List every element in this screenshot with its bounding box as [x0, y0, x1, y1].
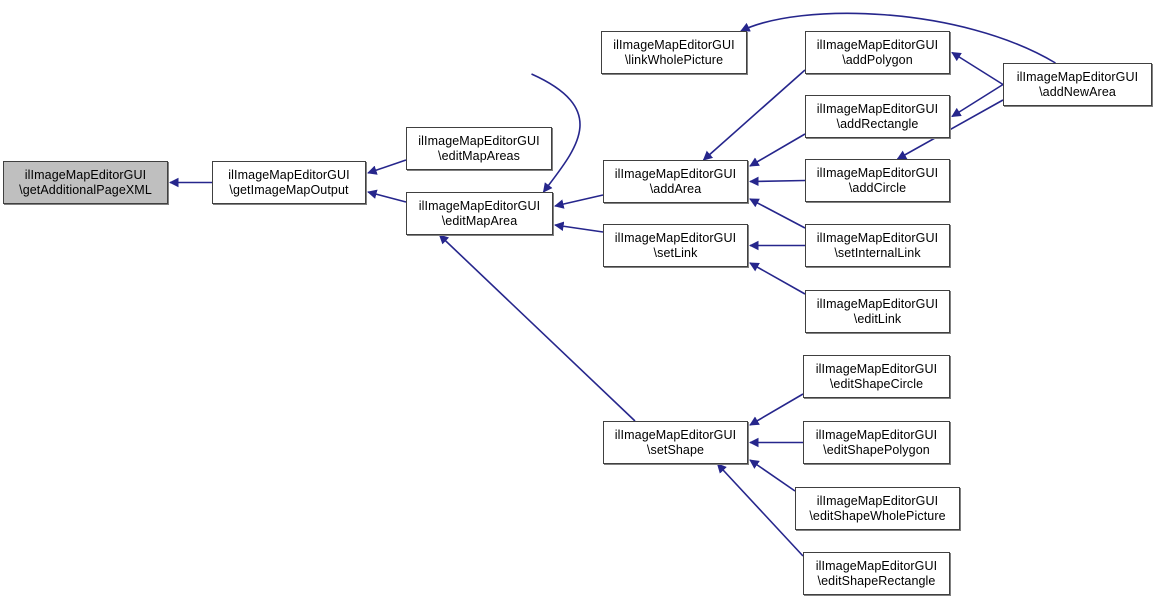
- node-class-label: ilImageMapEditorGUI: [614, 427, 737, 442]
- edge-editMapArea-to-getImageMapOutput: [367, 189, 407, 203]
- node-addRectangle[interactable]: ilImageMapEditorGUI\addRectangle: [805, 95, 950, 138]
- node-getAdditionalPageXML[interactable]: ilImageMapEditorGUI\getAdditionalPageXML: [3, 161, 168, 204]
- node-method-label: \editShapeWholePicture: [809, 508, 946, 523]
- node-editMapAreas[interactable]: ilImageMapEditorGUI\editMapAreas: [406, 127, 552, 170]
- edge-addNewArea-to-addPolygon: [951, 51, 1004, 86]
- node-editShapeRectangle[interactable]: ilImageMapEditorGUI\editShapeRectangle: [803, 552, 950, 595]
- node-class-label: ilImageMapEditorGUI: [815, 361, 938, 376]
- node-method-label: \setLink: [653, 245, 698, 260]
- edge-addNewArea-to-addRectangle: [951, 83, 1004, 118]
- node-class-label: ilImageMapEditorGUI: [816, 101, 939, 116]
- node-method-label: \editShapeRectangle: [817, 573, 936, 588]
- edge-editShapeRectangle-to-setShape: [716, 463, 804, 557]
- edge-setInternalLink-to-addArea: [749, 198, 806, 229]
- node-method-label: \editLink: [853, 311, 902, 326]
- node-method-label: \linkWholePicture: [624, 52, 724, 67]
- node-class-label: ilImageMapEditorGUI: [816, 493, 939, 508]
- node-method-label: \editMapAreas: [438, 148, 520, 163]
- node-method-label: \editShapeCircle: [829, 376, 924, 391]
- node-class-label: ilImageMapEditorGUI: [1016, 69, 1139, 84]
- node-class-label: ilImageMapEditorGUI: [614, 230, 737, 245]
- node-editShapePolygon[interactable]: ilImageMapEditorGUI\editShapePolygon: [803, 421, 950, 464]
- node-class-label: ilImageMapEditorGUI: [816, 296, 939, 311]
- edge-setLink-to-editMapArea: [554, 221, 604, 233]
- node-method-label: \addRectangle: [836, 116, 919, 131]
- node-class-label: ilImageMapEditorGUI: [816, 230, 939, 245]
- edge-editMapAreas-to-getImageMapOutput: [367, 159, 407, 175]
- node-class-label: ilImageMapEditorGUI: [816, 37, 939, 52]
- node-class-label: ilImageMapEditorGUI: [228, 167, 350, 182]
- node-class-label: ilImageMapEditorGUI: [418, 198, 541, 213]
- node-editShapeWholePicture[interactable]: ilImageMapEditorGUI\editShapeWholePictur…: [795, 487, 960, 530]
- node-method-label: \addArea: [649, 181, 702, 196]
- node-addPolygon[interactable]: ilImageMapEditorGUI\addPolygon: [805, 31, 950, 74]
- node-class-label: ilImageMapEditorGUI: [815, 427, 938, 442]
- node-method-label: \addCircle: [848, 180, 907, 195]
- node-editMapArea[interactable]: ilImageMapEditorGUI\editMapArea: [406, 192, 553, 235]
- node-setInternalLink[interactable]: ilImageMapEditorGUI\setInternalLink: [805, 224, 950, 267]
- node-addNewArea[interactable]: ilImageMapEditorGUI\addNewArea: [1003, 63, 1152, 106]
- node-method-label: \setInternalLink: [834, 245, 921, 260]
- node-method-label: \addPolygon: [842, 52, 913, 67]
- node-method-label: \editShapePolygon: [823, 442, 930, 457]
- node-setShape[interactable]: ilImageMapEditorGUI\setShape: [603, 421, 748, 464]
- edge-addRectangle-to-addArea: [749, 133, 806, 167]
- node-addCircle[interactable]: ilImageMapEditorGUI\addCircle: [805, 159, 950, 202]
- node-addArea[interactable]: ilImageMapEditorGUI\addArea: [603, 160, 748, 203]
- edge-editShapeCircle-to-setShape: [749, 393, 804, 426]
- node-linkWholePicture[interactable]: ilImageMapEditorGUI\linkWholePicture: [601, 31, 747, 74]
- node-method-label: \getAdditionalPageXML: [19, 182, 152, 197]
- node-method-label: \setShape: [646, 442, 705, 457]
- node-setLink[interactable]: ilImageMapEditorGUI\setLink: [603, 224, 748, 267]
- edge-addPolygon-to-addArea: [702, 69, 806, 161]
- edge-editLink-to-setLink: [749, 262, 806, 295]
- node-editShapeCircle[interactable]: ilImageMapEditorGUI\editShapeCircle: [803, 355, 950, 398]
- node-method-label: \addNewArea: [1039, 84, 1116, 99]
- node-method-label: \editMapArea: [441, 213, 518, 228]
- node-editLink[interactable]: ilImageMapEditorGUI\editLink: [805, 290, 950, 333]
- node-class-label: ilImageMapEditorGUI: [613, 37, 735, 52]
- node-method-label: \getImageMapOutput: [229, 182, 349, 197]
- node-getImageMapOutput[interactable]: ilImageMapEditorGUI\getImageMapOutput: [212, 161, 366, 204]
- node-class-label: ilImageMapEditorGUI: [816, 165, 939, 180]
- node-class-label: ilImageMapEditorGUI: [815, 558, 938, 573]
- edge-addArea-to-editMapArea: [554, 194, 604, 209]
- edge-editShapeWholePicture-to-setShape: [749, 459, 796, 492]
- edge-addCircle-to-addArea: [749, 176, 806, 187]
- node-class-label: ilImageMapEditorGUI: [24, 167, 147, 182]
- node-class-label: ilImageMapEditorGUI: [418, 133, 540, 148]
- node-class-label: ilImageMapEditorGUI: [614, 166, 737, 181]
